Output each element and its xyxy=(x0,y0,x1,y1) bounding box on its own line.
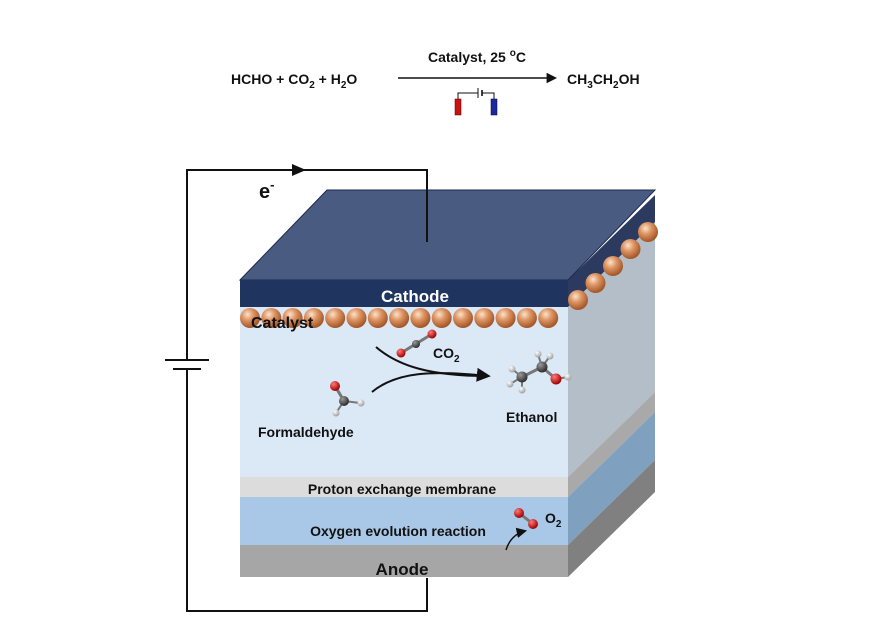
co2-molecule xyxy=(396,329,437,358)
co2-path-arrow xyxy=(375,346,489,377)
catalyst-bead xyxy=(325,308,346,328)
cathode-front xyxy=(240,280,568,307)
catalyst-bead xyxy=(261,308,282,328)
red-electrode xyxy=(454,98,462,116)
electrode-icon xyxy=(454,88,498,116)
cathode-label: Cathode xyxy=(381,287,449,306)
reaction-equation: HCHO + CO2 + H2O Catalyst, 25 oC CH3CH2O… xyxy=(231,48,640,116)
catalyst-bead xyxy=(638,222,658,242)
catalyst-bead xyxy=(474,308,495,328)
reactant-h2o: H xyxy=(331,71,341,87)
formaldehyde-label: Formaldehyde xyxy=(258,424,354,440)
catalyst-bead xyxy=(367,308,388,328)
anode-label: Anode xyxy=(376,560,429,579)
plus-sign: + xyxy=(319,71,327,87)
catalyst-bead xyxy=(240,308,260,328)
proton-exchange-membrane xyxy=(240,477,568,497)
catalyst-bead xyxy=(346,308,367,328)
o2-evolution-arrow xyxy=(505,527,528,551)
catalyst-bead xyxy=(568,290,588,310)
co2-label: CO2 xyxy=(433,345,460,365)
ethanol-molecule xyxy=(506,350,572,394)
conversion-arrow xyxy=(371,367,491,393)
catalyst-bead xyxy=(585,273,606,293)
ethanol-label: Ethanol xyxy=(506,409,557,425)
plus-sign: + xyxy=(276,71,284,87)
catalyst-bead xyxy=(453,308,473,328)
catalyst-bead xyxy=(410,308,431,328)
electron-label: e- xyxy=(259,177,274,203)
product-ethanol-formula: CH3CH2OH xyxy=(567,71,640,91)
catalyst-beads-side xyxy=(568,222,658,310)
membrane-label: Proton exchange membrane xyxy=(308,481,496,497)
reactants-formula: HCHO + CO2 + H2O xyxy=(231,71,357,91)
anode-layer xyxy=(240,545,568,577)
anode-side xyxy=(568,460,655,577)
membrane-side xyxy=(568,392,655,497)
formaldehyde-molecule xyxy=(330,381,365,417)
catalyst-bead xyxy=(431,308,452,328)
o2-label: O2 xyxy=(545,510,562,530)
catalyst-bead xyxy=(282,308,303,328)
catalyst-bead xyxy=(389,308,410,328)
reaction-condition: Catalyst, 25 oC xyxy=(428,48,526,65)
oer-label: Oxygen evolution reaction xyxy=(310,523,486,539)
catalyst-bead xyxy=(495,308,516,328)
cell-front-faces xyxy=(240,307,568,577)
catalyst-bead xyxy=(603,256,623,276)
o2-molecule xyxy=(514,508,538,529)
reactant-hcho: HCHO xyxy=(231,71,272,87)
catalyst-bead xyxy=(538,308,559,328)
catalyst-label: Catalyst xyxy=(251,315,314,332)
catalyst-bead xyxy=(516,308,537,328)
cathode-chamber xyxy=(240,307,568,477)
catalyst-bead xyxy=(620,239,641,259)
electron-flow-arrow-icon xyxy=(292,164,306,176)
circuit-wire-bottom xyxy=(186,376,428,612)
catalyst-beads-front xyxy=(240,308,559,328)
reactant-co2: CO xyxy=(288,71,309,87)
oer-side xyxy=(568,412,655,545)
blue-electrode xyxy=(490,98,498,116)
catalyst-bead xyxy=(303,308,324,328)
